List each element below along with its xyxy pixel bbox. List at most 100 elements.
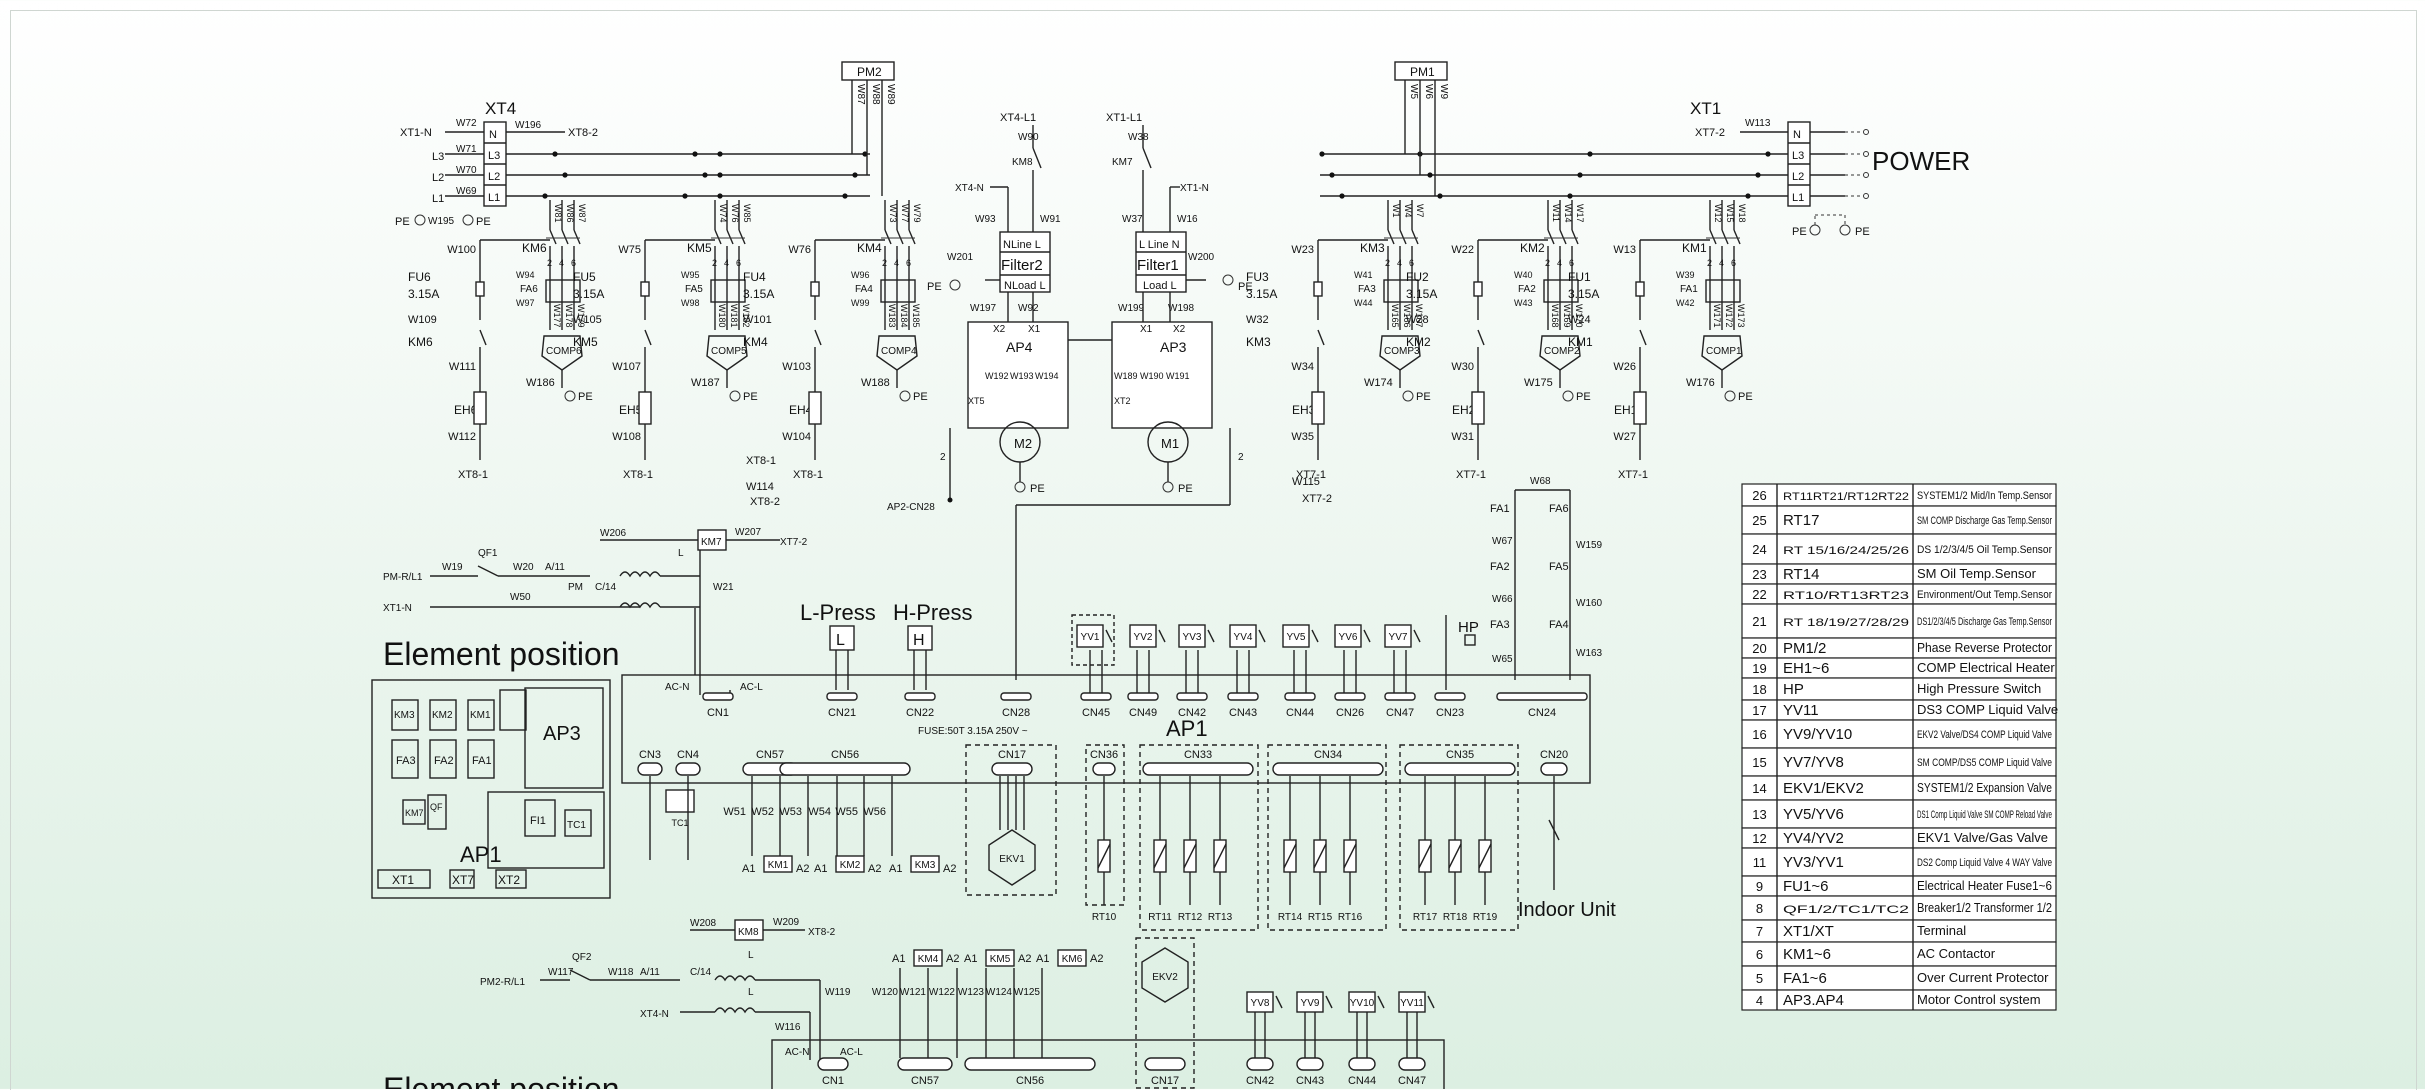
compressor-label: COMP4 xyxy=(881,346,917,357)
svg-text:N: N xyxy=(1793,129,1801,141)
svg-text:L: L xyxy=(678,548,684,559)
legend-number: 19 xyxy=(1752,661,1766,676)
valve-label: YV1 xyxy=(1081,632,1100,643)
svg-text:W206: W206 xyxy=(600,528,627,539)
legend-number: 5 xyxy=(1756,971,1763,986)
fuse-rating: 3.15A xyxy=(1406,287,1437,301)
legend-code: YV3/YV1 xyxy=(1783,854,1844,871)
w-label: W86 xyxy=(565,204,575,223)
svg-text:W192: W192 xyxy=(985,371,1009,381)
legend-description: Over Current Protector xyxy=(1917,970,2049,985)
svg-text:QF: QF xyxy=(430,802,443,812)
pin: 6 xyxy=(1731,258,1736,268)
svg-text:XT4-N: XT4-N xyxy=(640,1009,669,1020)
w-label: W26 xyxy=(1613,361,1636,373)
connector-label: CN17 xyxy=(1151,1075,1179,1087)
w-label: W182 xyxy=(741,304,751,328)
legend-description: COMP Electrical Heater xyxy=(1917,660,2055,675)
w-label: W32 xyxy=(1246,314,1269,326)
w-label: W53 xyxy=(779,806,802,818)
compressor-label: COMP2 xyxy=(1544,346,1580,357)
ap2-connector-cn56 xyxy=(964,1057,1096,1071)
legend-number: 17 xyxy=(1752,703,1766,718)
legend-description: SYSTEM1/2 Expansion Valve xyxy=(1917,780,2052,795)
xt-label: XT7-1 xyxy=(1296,469,1326,481)
w-label: W185 xyxy=(911,304,921,328)
connector-cn24 xyxy=(1496,692,1588,701)
motor-m2: M2 xyxy=(1014,436,1032,451)
svg-text:L: L xyxy=(748,987,754,998)
rt-label: RT16 xyxy=(1338,912,1363,923)
w-label: W166 xyxy=(1402,304,1412,328)
svg-text:KM7: KM7 xyxy=(1112,157,1133,168)
svg-text:X1: X1 xyxy=(1028,324,1041,335)
w-label: W87 xyxy=(577,204,587,223)
svg-text:W90: W90 xyxy=(1018,132,1039,143)
xt4-in-n: XT1-N xyxy=(400,127,432,139)
legend-row xyxy=(1741,941,2057,967)
km-label: KM2 xyxy=(1406,335,1431,349)
fuse-label: FU6 xyxy=(408,270,431,284)
pin: 2 xyxy=(882,258,887,268)
svg-text:A/11: A/11 xyxy=(640,967,660,978)
pin: 2 xyxy=(1707,258,1712,268)
pm2-box xyxy=(841,61,895,81)
valve-label: YV11 xyxy=(1400,998,1424,1009)
connector-label: CN47 xyxy=(1386,707,1414,719)
w-label: W98 xyxy=(681,298,700,308)
svg-text:W6: W6 xyxy=(1423,84,1434,99)
svg-text:W19: W19 xyxy=(442,562,463,573)
legend-code: YV9/YV10 xyxy=(1783,726,1852,743)
pe-label: PE xyxy=(913,391,928,403)
motor-m1: M1 xyxy=(1161,436,1179,451)
fuse-label: FU5 xyxy=(573,270,596,284)
svg-text:KM7: KM7 xyxy=(405,808,424,818)
svg-text:XT7-2: XT7-2 xyxy=(1695,127,1725,139)
ekv2-valve xyxy=(1141,947,1189,1003)
legend-number: 26 xyxy=(1752,488,1766,503)
svg-text:W68: W68 xyxy=(1530,476,1551,487)
heater-eh3 xyxy=(1311,391,1325,425)
w-label: W89 xyxy=(885,84,896,105)
valve-label: YV9 xyxy=(1301,998,1320,1009)
w-label: W180 xyxy=(717,304,727,328)
w-label: W123 xyxy=(958,987,985,998)
legend-number: 11 xyxy=(1753,855,1767,870)
legend-description: DS1 Comp Liquid Valve SM COMP Reload Val… xyxy=(1917,809,2052,821)
svg-text:A/11: A/11 xyxy=(545,562,565,573)
w-label: W31 xyxy=(1451,431,1474,443)
filter1-label: Filter1 xyxy=(1137,257,1179,274)
pin: 6 xyxy=(1569,258,1574,268)
w-label: W7 xyxy=(1415,204,1425,218)
connector-cn35 xyxy=(1404,762,1516,776)
compressor-comp6 xyxy=(541,335,583,371)
svg-text:TC1: TC1 xyxy=(567,820,586,831)
svg-text:W119: W119 xyxy=(825,987,851,998)
valve-yv7 xyxy=(1384,624,1412,648)
w-label: W165 xyxy=(1390,304,1400,328)
w-label: W72 xyxy=(456,118,477,129)
svg-text:XT7: XT7 xyxy=(452,873,474,887)
w-label: W176 xyxy=(1686,377,1715,389)
a2-label: A2 xyxy=(1018,953,1031,965)
w-label: W56 xyxy=(863,806,886,818)
svg-text:AP3: AP3 xyxy=(543,723,581,745)
ap2-connector-cn44 xyxy=(1348,1057,1376,1071)
legend-code: YV7/YV8 xyxy=(1783,754,1844,771)
svg-text:W66: W66 xyxy=(1492,594,1513,605)
valve-label: YV8 xyxy=(1251,998,1270,1009)
w-label: W105 xyxy=(573,314,602,326)
w-label: W167 xyxy=(1414,304,1424,328)
eh-label: EH2 xyxy=(1452,403,1476,417)
rt-label: RT14 xyxy=(1278,912,1303,923)
w-label: W168 xyxy=(1550,304,1560,328)
fa-label: FA6 xyxy=(520,284,538,295)
xt-label: XT7-1 xyxy=(1618,469,1648,481)
l-press-label: L-Press xyxy=(800,600,876,625)
svg-text:2: 2 xyxy=(940,452,946,463)
svg-text:XT8-2: XT8-2 xyxy=(808,927,836,938)
w-label: W179 xyxy=(576,304,586,328)
w-label: W1 xyxy=(1391,204,1401,218)
